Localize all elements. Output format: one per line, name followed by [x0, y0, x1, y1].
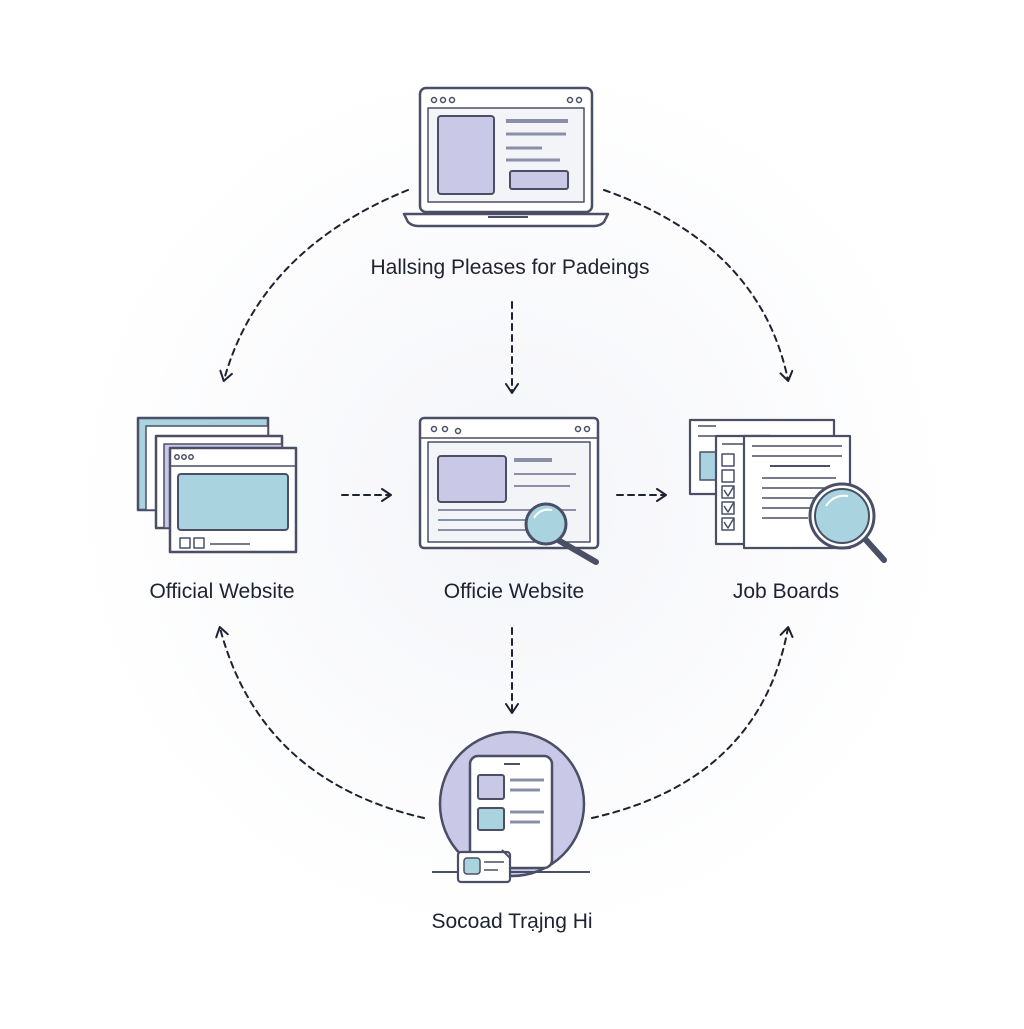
label-center: Officie Website	[443, 580, 585, 603]
browser-magnifier-icon	[418, 416, 600, 565]
arrow-bottom-to-right	[591, 626, 794, 819]
label-bottom: Socoad Trạjng Hi	[431, 910, 593, 933]
arrow-bottom-to-left	[215, 626, 425, 819]
connector-arrows	[215, 189, 794, 819]
arrow-top-to-right	[603, 189, 794, 382]
label-right: Job Boards	[732, 580, 840, 603]
label-top: Hallsing Pleases for Padeings	[370, 256, 650, 279]
stacked-browser-windows-icon	[136, 416, 298, 554]
laptop-icon	[402, 86, 610, 228]
job-board-documents-icon	[688, 418, 887, 563]
arrow-top-to-left	[219, 189, 409, 382]
label-left: Official Website	[149, 580, 295, 603]
mobile-profile-card-icon	[432, 730, 590, 884]
